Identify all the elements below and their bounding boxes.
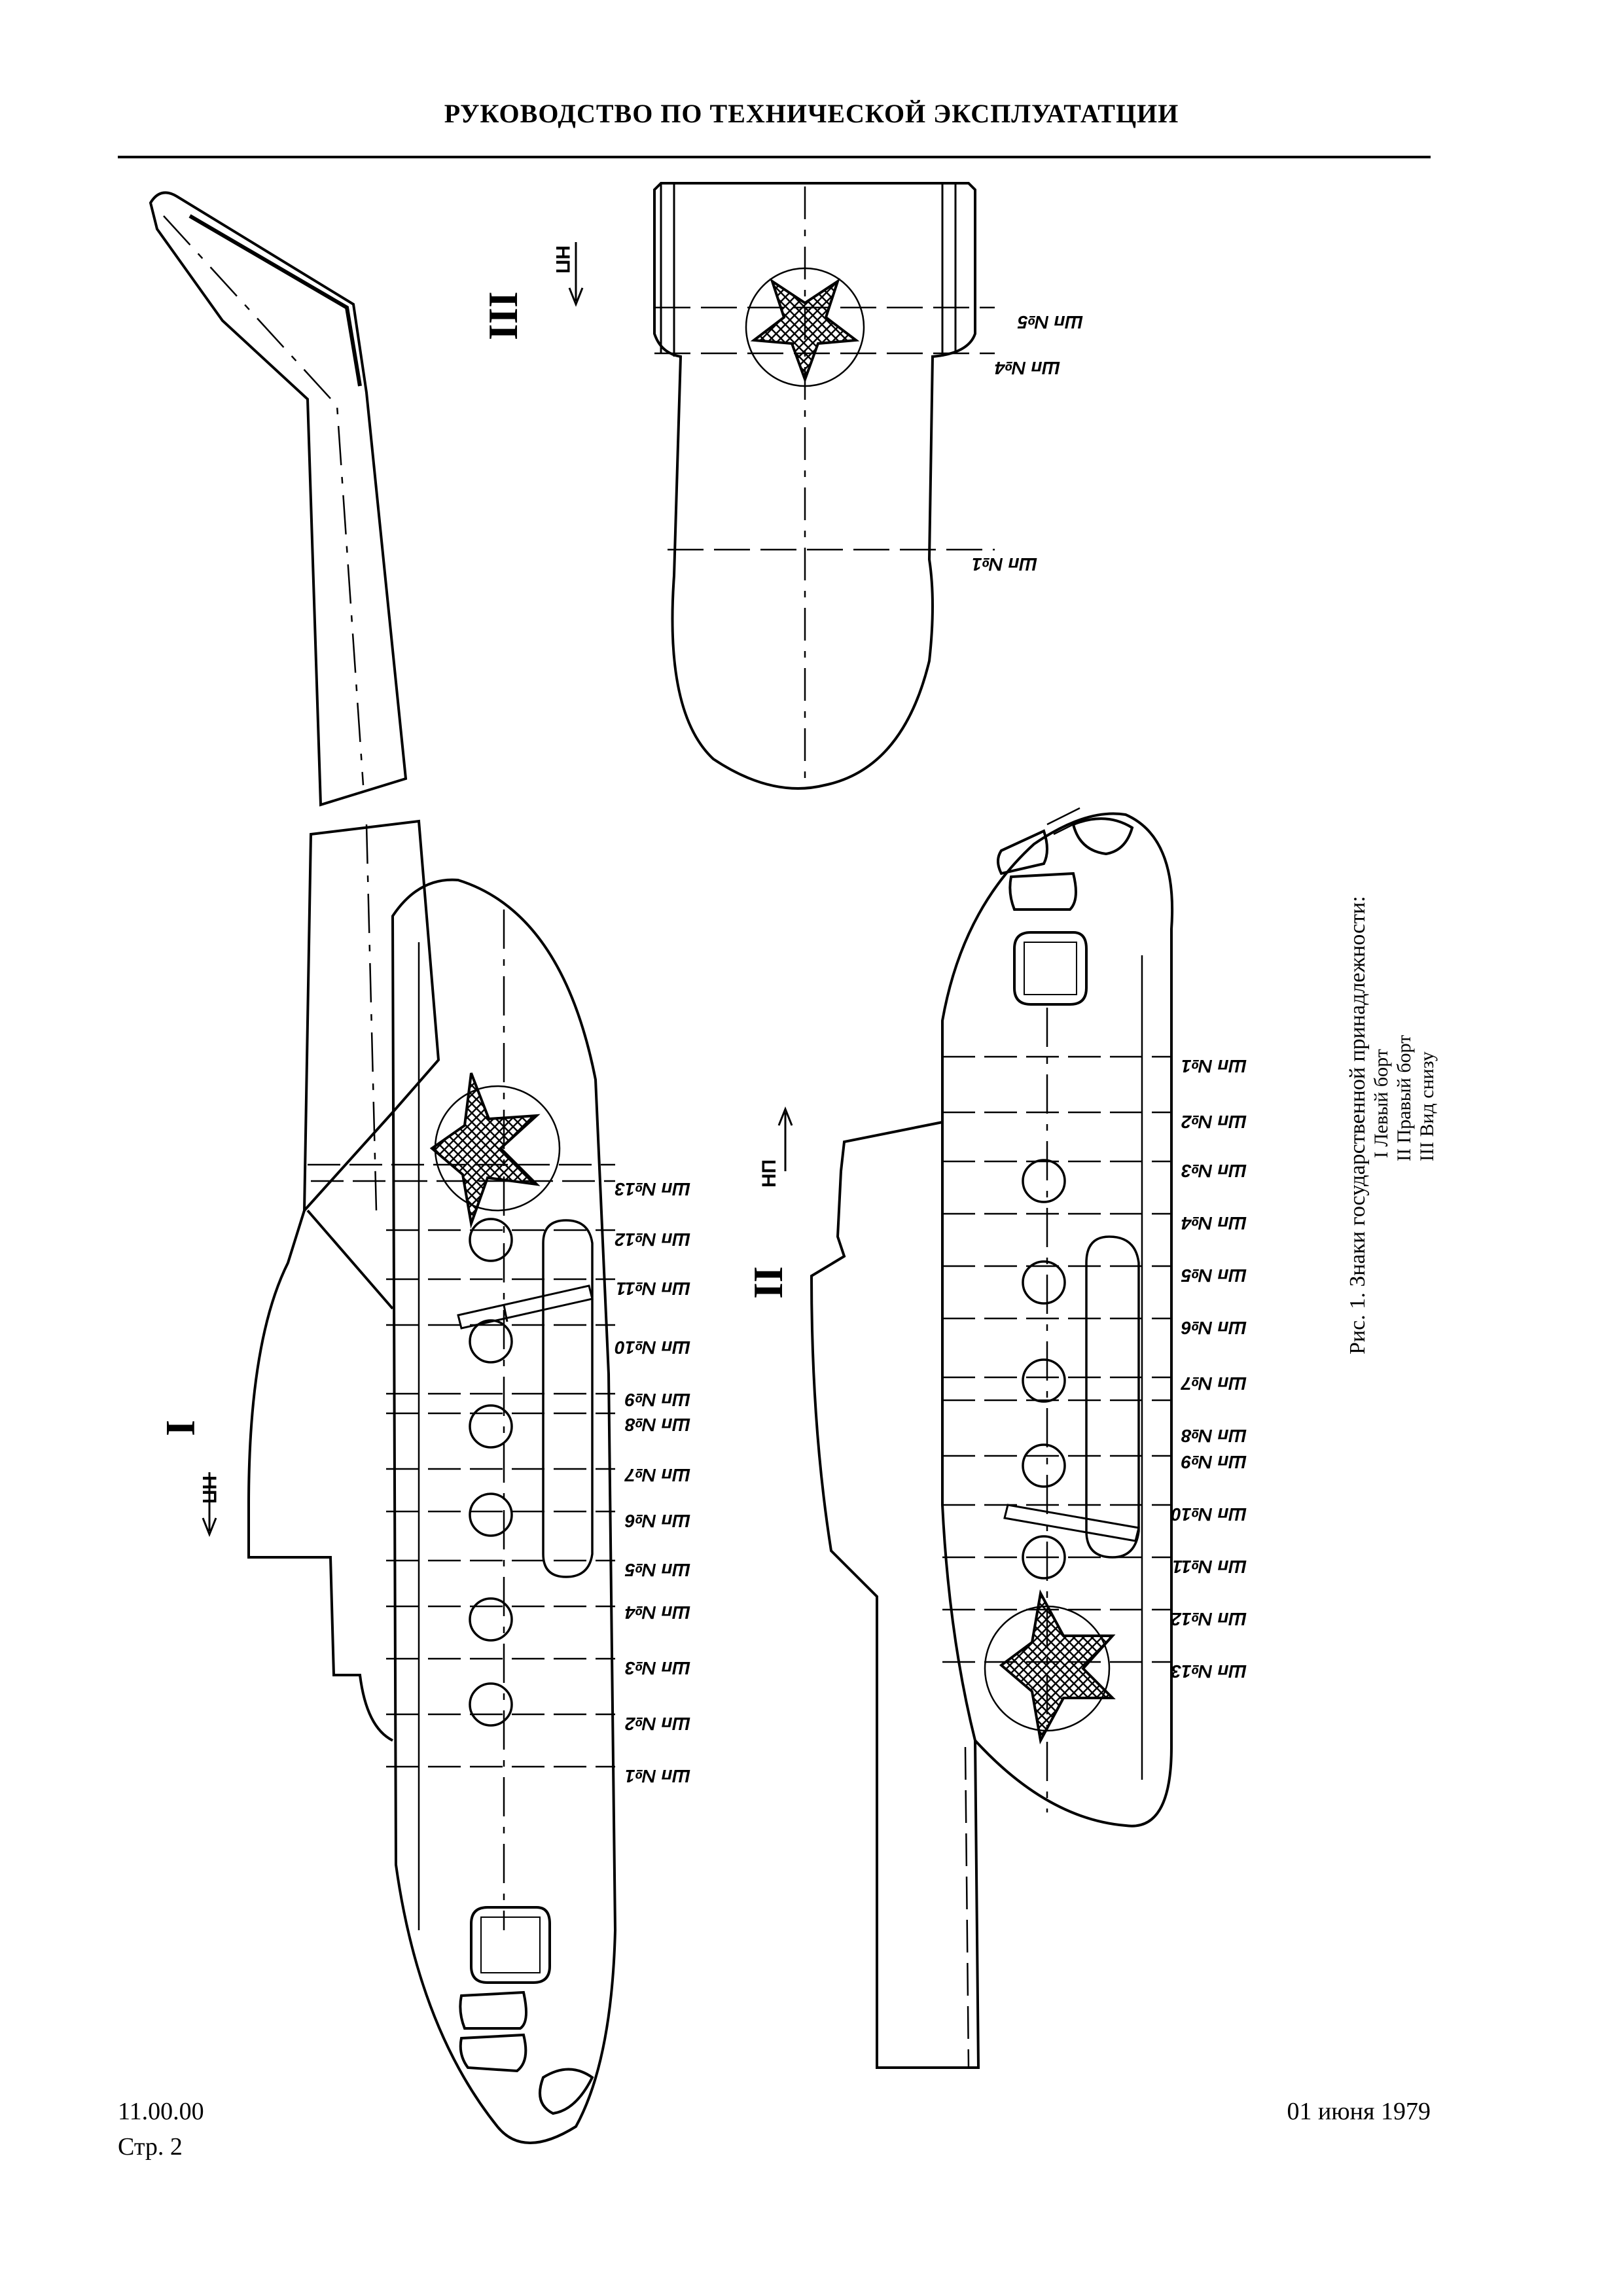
upper-structure-right [810, 1121, 943, 1669]
frame-label: Шп №7 [624, 1465, 690, 1485]
direction-arrow-left [202, 1472, 217, 1538]
frame-label: Шп №2 [625, 1714, 690, 1734]
view-bottom [568, 182, 995, 790]
frame-label: Шп №5 [1181, 1265, 1247, 1286]
view-left-side [149, 191, 617, 2144]
footer-left: 11.00.00 Стр. 2 [118, 2094, 204, 2164]
pylon-line [306, 1209, 394, 1310]
tail-boom-right-centerline [964, 1746, 970, 2068]
frame-label: Шп №8 [1181, 1426, 1247, 1446]
antenna-left [457, 1284, 594, 1330]
tail-boom-lower [302, 819, 440, 1214]
caption-legend-item: I Левый борт [1370, 1049, 1392, 1158]
frame-label: Шп №12 [615, 1229, 690, 1250]
star-insignia-left [429, 1072, 561, 1229]
frame-label: Шп №9 [1181, 1452, 1247, 1472]
frame-label: Шп №2 [1181, 1112, 1247, 1132]
view-right-side [777, 807, 1174, 2069]
lower-structure [247, 1210, 393, 1742]
tail-boom-right [876, 1669, 980, 2069]
view-label-bottom: III [480, 291, 526, 340]
frame-label: Шп №7 [1181, 1373, 1247, 1394]
frame-label: Шп №4 [625, 1602, 690, 1623]
frame-label: Шп №3 [625, 1658, 690, 1678]
tail-boom-lower-centerline [365, 824, 378, 1211]
tail-fairing-strip [188, 214, 362, 387]
caption-legend-item: II Правый борт [1393, 1035, 1415, 1161]
frame-label: Шп №12 [1171, 1609, 1247, 1629]
frame-label: Шп №13 [1171, 1661, 1247, 1682]
frame-label: Шп №11 [1173, 1557, 1247, 1577]
frame-label: Шп №6 [625, 1511, 690, 1531]
view-label-right: II [745, 1266, 791, 1299]
footer-date: 01 июня 1979 [1287, 2098, 1431, 2125]
frame-label: Шп №10 [615, 1337, 690, 1358]
frame-label: Шп №6 [1181, 1318, 1247, 1338]
frame-label: Шп №4 [1181, 1213, 1247, 1233]
header-rule [118, 156, 1431, 158]
direction-label-bottom: НП [552, 245, 573, 274]
portholes-left [469, 1218, 513, 1727]
frame-label: Шп №1 [625, 1766, 690, 1786]
frame-label: Шп №8 [625, 1415, 690, 1435]
frame-label: Шп №9 [625, 1390, 690, 1410]
fuselage-outline-left [391, 878, 617, 2144]
bottom-direction-arrow [568, 242, 584, 308]
frame-labels-left: Шп №13 Шп №12 Шп №11 Шп №10 Шп №9 Шп №8 … [615, 1179, 690, 1786]
tail-boom-centerline [163, 215, 365, 786]
figure-caption: Рис. 1. Знаки государственной принадлежн… [1346, 896, 1438, 1354]
document-title: РУКОВОДСТВО ПО ТЕХНИЧЕСКОЙ ЭКСПЛУАТАТЦИИ [444, 99, 1179, 128]
frame-label: Шп №1 [972, 554, 1037, 574]
bottom-inner-strips [660, 183, 957, 357]
page-number: Стр. 2 [118, 2133, 183, 2161]
frame-label: Шп №3 [1181, 1161, 1247, 1181]
frame-label: Шп №1 [1181, 1056, 1247, 1076]
frame-label: Шп №5 [625, 1560, 690, 1580]
direction-label-right: НП [758, 1159, 780, 1188]
caption-title: Рис. 1. Знаки государственной принадлежн… [1346, 896, 1370, 1354]
frame-label: Шп №11 [616, 1279, 690, 1299]
frame-labels-bottom: Шп №5 Шп №4 Шп №1 [972, 312, 1083, 574]
antenna-right [1003, 1504, 1140, 1542]
portholes-right [1022, 1159, 1066, 1580]
frame-label: Шп №13 [615, 1179, 690, 1199]
cockpit-windows-right [997, 807, 1134, 1006]
frame-lines-right [942, 1055, 1171, 1663]
right-direction-arrow [777, 1106, 793, 1171]
cockpit-windows-left [459, 1906, 594, 2115]
tail-boom-upper [149, 191, 408, 807]
caption-legend-item: III Вид снизу [1416, 1051, 1438, 1161]
star-insignia-bottom [745, 267, 865, 387]
cargo-door-right [1085, 1235, 1140, 1559]
cargo-door-left [542, 1219, 594, 1578]
frame-labels-right: Шп №1 Шп №2 Шп №3 Шп №4 Шп №5 Шп №6 Шп №… [1171, 1056, 1247, 1682]
star-insignia-right [984, 1589, 1116, 1745]
fuselage-outline-right [941, 812, 1174, 1828]
frame-label: Шп №4 [995, 358, 1060, 378]
frame-label: Шп №10 [1171, 1504, 1247, 1525]
doc-code: 11.00.00 [118, 2098, 204, 2125]
bottom-fuselage-outline [653, 182, 976, 790]
view-label-left: I [158, 1420, 204, 1436]
frame-label: Шп №5 [1018, 312, 1083, 332]
